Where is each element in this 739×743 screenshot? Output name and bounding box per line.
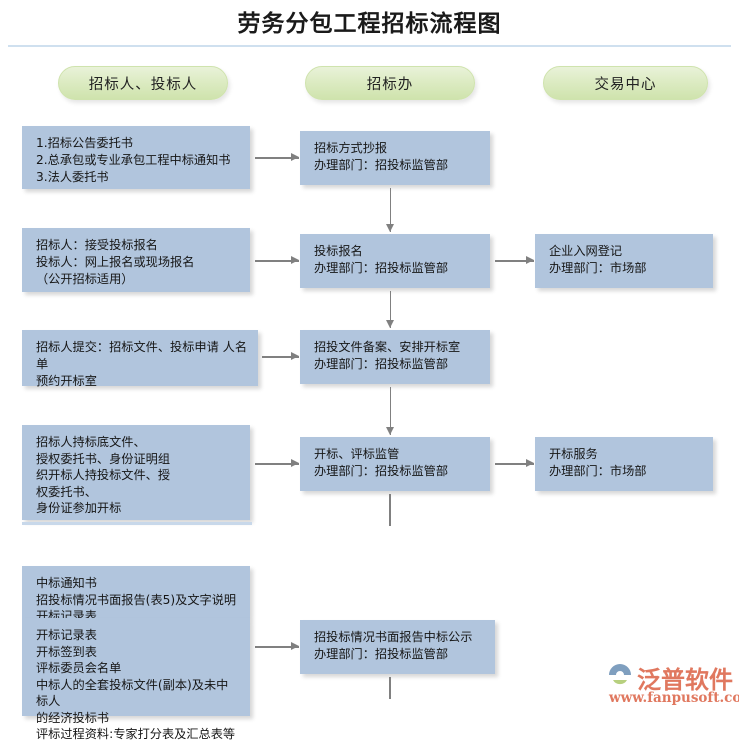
flow-node-left-3: 招标人提交：招标文件、投标申请 人名单 预约开标室 xyxy=(22,330,258,388)
flow-node-middle-3: 招投文件备案、安排开标室 办理部门：招投标监管部 xyxy=(300,330,490,384)
flow-node-left-4: 招标人持标底文件、 授权委托书、身份证明组 织开标人持投标文件、授 权委托书、 … xyxy=(22,425,250,520)
connector-arrow-right-5 xyxy=(255,642,299,651)
connector-arrow-right-2 xyxy=(255,256,299,265)
connector-arrow-right-4 xyxy=(255,459,299,468)
flow-node-right-1: 企业入网登记 办理部门：市场部 xyxy=(535,234,713,288)
column-header-tender-office: 招标办 xyxy=(305,66,475,100)
flow-node-left-1: 1.招标公告委托书 2.总承包或专业承包工程中标通知书 3.法人委托书 xyxy=(22,126,250,189)
flow-node-left-6: 开标记录表 开标签到表 评标委员会名单 中标人的全套投标文件(副本)及未中标人 … xyxy=(22,618,250,741)
connector-arrow-right-7 xyxy=(495,459,534,468)
connector-arrow-right-6 xyxy=(495,256,534,265)
flow-node-middle-4: 开标、评标监管 办理部门：招投标监管部 xyxy=(300,437,490,491)
connector-arrow-right-3 xyxy=(262,352,299,361)
section-divider xyxy=(22,522,252,525)
connector-arrow-down-2 xyxy=(386,291,395,328)
column-header-bidder: 招标人、投标人 xyxy=(58,66,228,100)
watermark-logo: 泛普软件 www.fanpusoft.com xyxy=(607,660,739,716)
watermark-brand: 泛普软件 xyxy=(637,666,733,694)
flow-node-right-2: 开标服务 办理部门：市场部 xyxy=(535,437,713,491)
flow-node-left-2: 招标人：接受投标报名 投标人：网上报名或现场报名 （公开招标适用） xyxy=(22,228,250,292)
connector-arrow-right-1 xyxy=(255,153,299,162)
column-header-trading-center: 交易中心 xyxy=(543,66,708,100)
flow-node-middle-5: 招投标情况书面报告中标公示 办理部门：招投标监管部 xyxy=(300,620,495,674)
connector-arrow-down-3 xyxy=(386,387,395,435)
fanpu-logo-icon xyxy=(609,664,631,685)
page-title: 劳务分包工程招标流程图 xyxy=(237,10,502,37)
connector-line-down-2 xyxy=(389,677,391,699)
connector-line-down-1 xyxy=(389,494,391,526)
connector-arrow-down-1 xyxy=(386,188,395,232)
flow-node-middle-1: 招标方式抄报 办理部门：招投标监管部 xyxy=(300,131,490,185)
title-divider xyxy=(8,45,731,47)
title-bar: 劳务分包工程招标流程图 xyxy=(0,0,739,47)
watermark-url: www.fanpusoft.com xyxy=(609,690,739,706)
flow-node-left-5: 中标通知书 招投标情况书面报告(表5)及文字说明 开标记录表 xyxy=(22,566,250,623)
flow-node-middle-2: 投标报名 办理部门：招投标监管部 xyxy=(300,234,490,288)
